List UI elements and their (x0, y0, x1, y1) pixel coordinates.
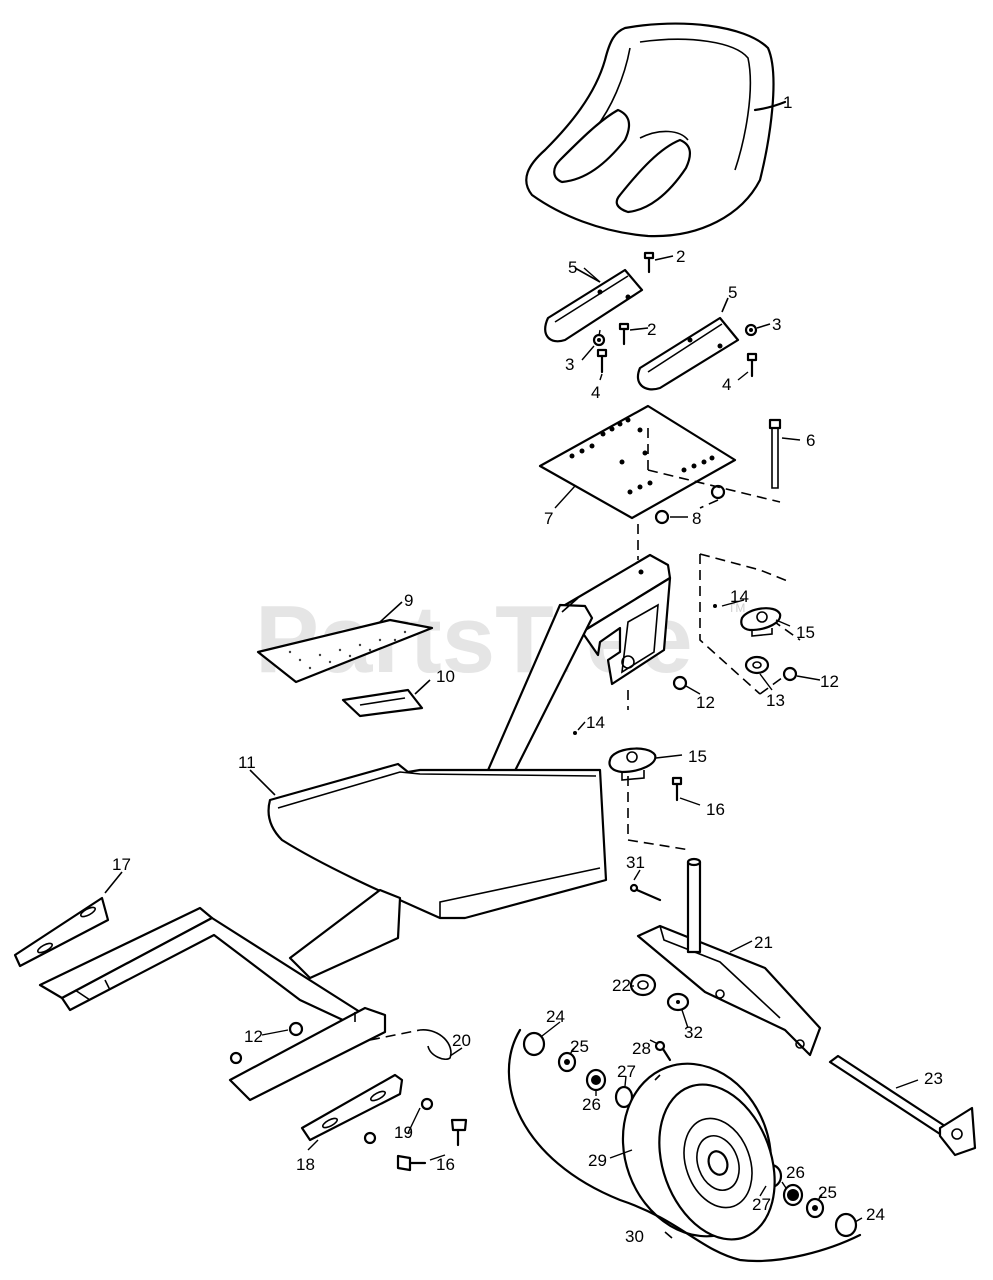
callout-26a: 26 (582, 1095, 601, 1114)
axle-part-23 (828, 1054, 977, 1157)
callout-11: 11 (238, 753, 256, 772)
callout-9: 9 (404, 591, 413, 610)
callout-3a: 3 (565, 355, 574, 374)
pin-part-14a (713, 604, 717, 608)
callout-25a: 25 (570, 1037, 589, 1056)
callout-19: 19 (394, 1123, 413, 1142)
bracket-part-5b (636, 297, 740, 391)
callout-13: 13 (766, 691, 785, 710)
callout-24b: 24 (866, 1205, 885, 1224)
callout-15b: 15 (688, 747, 707, 766)
spacer-part-24a (522, 1031, 546, 1057)
spacer-part-24b (834, 1212, 858, 1238)
callout-5b: 5 (728, 283, 737, 302)
footrest-platform-part-11 (249, 762, 608, 920)
callout-29: 29 (588, 1151, 607, 1170)
bolt-part-4a (596, 348, 608, 374)
wheel-assembly-bracket-30 (507, 1028, 862, 1263)
callout-27b: 27 (752, 1195, 771, 1214)
bracket-part-17 (13, 871, 123, 968)
callout-12c: 12 (244, 1027, 263, 1046)
callout-2b: 2 (647, 320, 656, 339)
callout-12b: 12 (696, 693, 715, 712)
callout-16a: 16 (706, 800, 725, 819)
callout-4b: 4 (722, 375, 731, 394)
bearing-part-15a (740, 607, 782, 637)
bearing-part-26a (585, 1068, 607, 1092)
washer-part-13 (744, 655, 770, 675)
bracket-part-5a (544, 267, 644, 343)
nut-part-22 (629, 973, 657, 997)
callout-7: 7 (544, 509, 553, 528)
bearing-part-25b (805, 1197, 825, 1219)
callout-3b: 3 (772, 315, 781, 334)
callout-32: 32 (684, 1023, 703, 1042)
callout-26b: 26 (786, 1163, 805, 1182)
nut-part-12c (288, 1021, 304, 1037)
callout-30: 30 (625, 1227, 644, 1246)
callout-14a: 14 (730, 587, 749, 606)
bearing-part-26b (782, 1183, 804, 1207)
nut-part-12b (672, 675, 688, 691)
callout-12a: 12 (820, 672, 839, 691)
callout-labels: 1 2 2 3 3 4 4 5 5 6 7 8 9 10 11 12 12 12… (112, 93, 943, 1246)
caster-fork-part-21 (636, 857, 822, 1057)
callout-21: 21 (754, 933, 773, 952)
callout-5a: 5 (568, 258, 577, 277)
callout-1: 1 (783, 93, 792, 112)
bolt-part-2 (618, 251, 674, 346)
nut-part-8b (654, 509, 670, 525)
nut-part-3a (592, 333, 606, 347)
bolt-part-16b (396, 1118, 468, 1172)
nut-part-12a (782, 666, 798, 682)
bearing-part-15b (608, 747, 657, 781)
callout-2a: 2 (676, 247, 685, 266)
decal-part-10 (341, 679, 431, 718)
callout-10: 10 (436, 667, 455, 686)
hairpin-part-20 (369, 1029, 452, 1061)
callout-24a: 24 (546, 1007, 565, 1026)
callout-25b: 25 (818, 1183, 837, 1202)
bracket-part-18 (300, 1073, 404, 1142)
decal-part-9 (256, 601, 434, 684)
callout-8: 8 (692, 509, 701, 528)
plate-part-7 (538, 404, 737, 520)
nut-part-8a (710, 484, 726, 500)
nut-part-12d (229, 1051, 243, 1065)
pin-part-31 (629, 883, 662, 902)
callout-31: 31 (626, 853, 645, 872)
leader-lines (261, 267, 919, 1223)
callout-17: 17 (112, 855, 131, 874)
bearing-part-25a (557, 1051, 577, 1073)
callout-23: 23 (924, 1069, 943, 1088)
callout-27a: 27 (617, 1062, 636, 1081)
callout-16b: 16 (436, 1155, 455, 1174)
callout-18: 18 (296, 1155, 315, 1174)
watermark-tm: TM (728, 601, 745, 615)
callout-15a: 15 (796, 623, 815, 642)
seat-part (525, 22, 787, 238)
bolt-part-16a (671, 776, 683, 802)
bolt-part-6 (768, 418, 801, 489)
bolt-part-4b (746, 352, 758, 378)
callout-14b: 14 (586, 713, 605, 732)
washer-part-32 (666, 992, 690, 1012)
frame-assembly (38, 888, 402, 1102)
callout-6: 6 (806, 431, 815, 450)
pin-part-14b (573, 731, 577, 735)
nut-part-3b (744, 323, 771, 337)
callout-22: 22 (612, 976, 631, 995)
callout-4a: 4 (591, 383, 600, 402)
washer-part-19 (363, 1097, 434, 1145)
callout-20: 20 (452, 1031, 471, 1050)
callout-28: 28 (632, 1039, 651, 1058)
wheel-tire-part-29 (621, 1062, 776, 1241)
bolt-part-28 (654, 1040, 672, 1062)
